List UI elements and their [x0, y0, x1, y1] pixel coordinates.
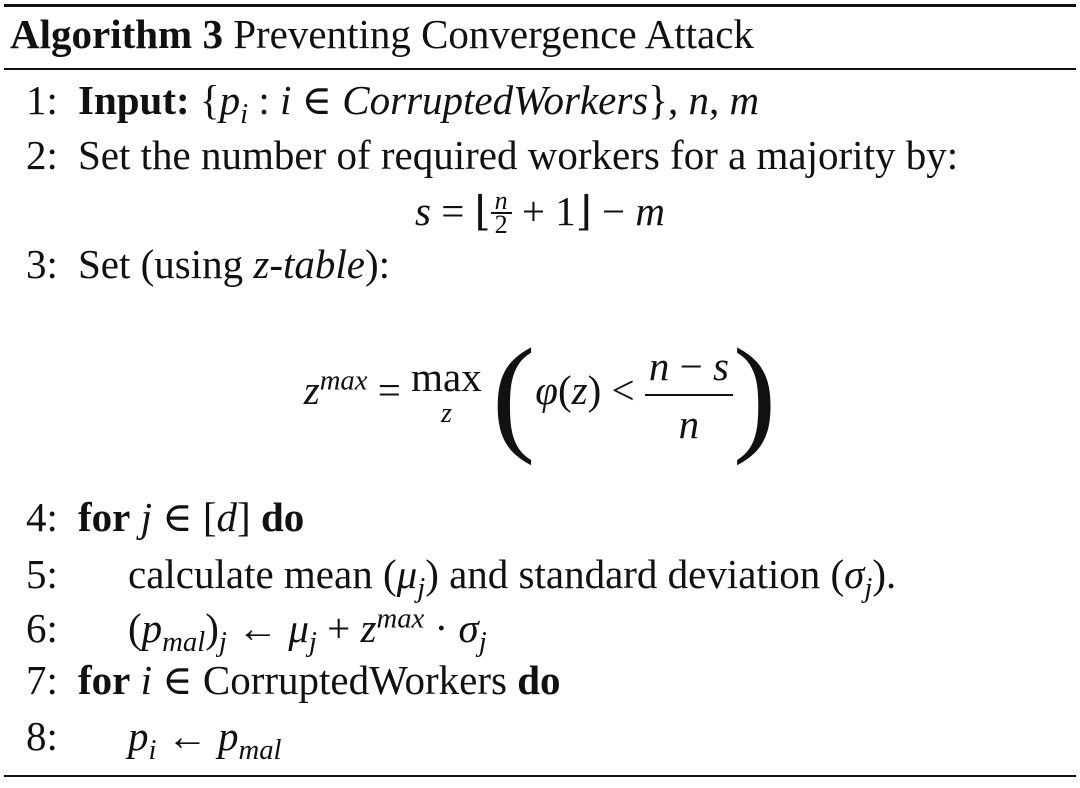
line-number: 3: [26, 241, 58, 287]
algo-line-8: 8: pi ← pmal [26, 713, 282, 767]
algo-line-1: 1: Input: {pi : i ∈ CorruptedWorkers}, n… [26, 77, 760, 131]
input-keyword: Input: [78, 77, 190, 123]
line-number: 8: [26, 713, 58, 759]
algo-line-2: 2: Set the number of required workers for… [26, 131, 958, 179]
line-number: 7: [26, 657, 58, 703]
algorithm-title: Algorithm 3 Preventing Convergence Attac… [10, 10, 754, 58]
line-number: 1: [26, 77, 58, 123]
line-number: 2: [26, 132, 58, 178]
line-text: Set the number of required workers for a… [78, 132, 959, 178]
line-number: 4: [26, 494, 58, 540]
algo-line-7: 7: for i ∈ CorruptedWorkers do [26, 657, 561, 703]
input-set: pi : i ∈ CorruptedWorkers [219, 77, 649, 131]
algo-line-6: 6: (pmal)j ← μj + zmax · σj [26, 602, 487, 659]
title-rule [4, 68, 1076, 70]
bottom-rule [4, 775, 1076, 777]
algorithm-name: Preventing Convergence Attack [233, 11, 754, 57]
algorithm-label: Algorithm 3 [10, 11, 223, 57]
line-number: 5: [26, 551, 58, 597]
algo-line-3: 3:Set (using z-table): [26, 241, 391, 287]
algo-line-5: 5: calculate mean (μj) and standard devi… [26, 551, 897, 605]
line-number: 6: [26, 605, 58, 651]
algo-line-4: 4: for j ∈ [d] do [26, 494, 305, 540]
top-rule [4, 4, 1076, 7]
